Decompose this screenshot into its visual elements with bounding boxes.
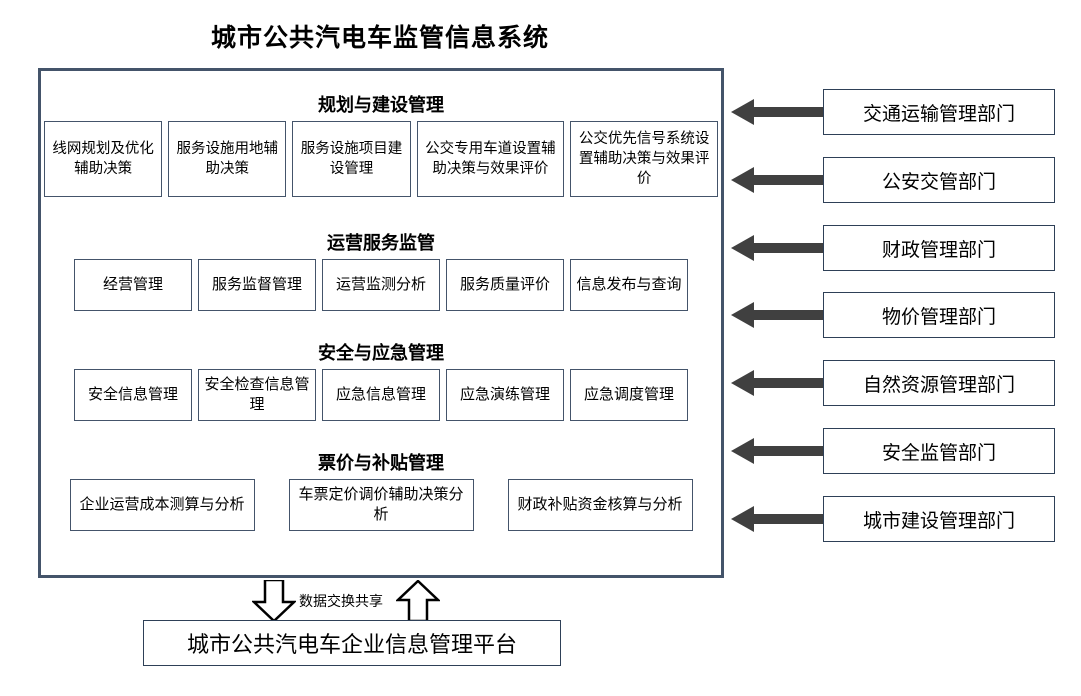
block-arrow-down-icon [250, 578, 298, 627]
module-box[interactable]: 信息发布与查询 [570, 259, 688, 311]
section-title: 规划与建设管理 [318, 95, 444, 115]
module-box[interactable]: 服务质量评价 [446, 259, 564, 311]
department-box-natural-resource[interactable]: 自然资源管理部门 [823, 360, 1055, 406]
arrow-finance-to-system [731, 235, 823, 261]
arrow-transport-to-system [731, 99, 823, 125]
module-box[interactable]: 服务监督管理 [198, 259, 316, 311]
arrow-traffic-police-to-system [731, 167, 823, 193]
section-title: 票价与补贴管理 [318, 453, 444, 473]
department-box-safety[interactable]: 安全监管部门 [823, 428, 1055, 474]
arrow-head-icon [731, 167, 754, 193]
module-box[interactable]: 服务设施用地辅助决策 [168, 121, 287, 197]
arrow-urban-construction-to-system [731, 506, 823, 532]
department-box-price[interactable]: 物价管理部门 [823, 292, 1055, 338]
section-title: 安全与应急管理 [318, 343, 444, 363]
module-box[interactable]: 应急信息管理 [322, 369, 440, 421]
arrow-head-icon [731, 506, 754, 532]
module-box[interactable]: 公交优先信号系统设置辅助决策与效果评价 [570, 121, 718, 197]
arrow-head-icon [731, 99, 754, 125]
section-items-row: 线网规划及优化辅助决策 服务设施用地辅助决策 服务设施项目建设管理 公交专用车道… [41, 121, 721, 197]
module-box[interactable]: 线网规划及优化辅助决策 [44, 121, 163, 197]
section-planning-construction: 规划与建设管理 线网规划及优化辅助决策 服务设施用地辅助决策 服务设施项目建设管… [41, 95, 721, 197]
module-box[interactable]: 安全信息管理 [74, 369, 192, 421]
section-fare-subsidy: 票价与补贴管理 企业运营成本测算与分析 车票定价调价辅助决策分析 财政补贴资金核… [41, 453, 721, 531]
department-box-transport[interactable]: 交通运输管理部门 [823, 89, 1055, 135]
module-box[interactable]: 运营监测分析 [322, 259, 440, 311]
arrow-head-icon [731, 370, 754, 396]
department-box-traffic-police[interactable]: 公安交管部门 [823, 157, 1055, 203]
section-operation-service: 运营服务监管 经营管理 服务监督管理 运营监测分析 服务质量评价 信息发布与查询 [41, 233, 721, 311]
arrow-price-to-system [731, 302, 823, 328]
data-exchange-label: 数据交换共享 [299, 593, 383, 609]
section-items-row: 企业运营成本测算与分析 车票定价调价辅助决策分析 财政补贴资金核算与分析 [41, 479, 721, 531]
module-box[interactable]: 服务设施项目建设管理 [292, 121, 411, 197]
module-box[interactable]: 应急演练管理 [446, 369, 564, 421]
module-box[interactable]: 车票定价调价辅助决策分析 [288, 479, 474, 531]
enterprise-platform-box[interactable]: 城市公共汽电车企业信息管理平台 [143, 620, 561, 666]
arrow-head-icon [731, 235, 754, 261]
module-box[interactable]: 企业运营成本测算与分析 [69, 479, 255, 531]
arrow-head-icon [731, 302, 754, 328]
department-box-finance[interactable]: 财政管理部门 [823, 225, 1055, 271]
module-box[interactable]: 安全检查信息管理 [198, 369, 316, 421]
module-box[interactable]: 应急调度管理 [570, 369, 688, 421]
module-box[interactable]: 公交专用车道设置辅助决策与效果评价 [416, 121, 565, 197]
system-container: 规划与建设管理 线网规划及优化辅助决策 服务设施用地辅助决策 服务设施项目建设管… [38, 68, 724, 578]
arrow-head-icon [731, 438, 754, 464]
arrow-safety-to-system [731, 438, 823, 464]
arrow-natural-resource-to-system [731, 370, 823, 396]
module-box[interactable]: 经营管理 [74, 259, 192, 311]
section-safety-emergency: 安全与应急管理 安全信息管理 安全检查信息管理 应急信息管理 应急演练管理 应急… [41, 343, 721, 421]
department-box-urban-construction[interactable]: 城市建设管理部门 [823, 496, 1055, 542]
page-title: 城市公共汽电车监管信息系统 [210, 24, 549, 52]
section-items-row: 经营管理 服务监督管理 运营监测分析 服务质量评价 信息发布与查询 [41, 259, 721, 311]
section-title: 运营服务监管 [327, 233, 435, 253]
module-box[interactable]: 财政补贴资金核算与分析 [507, 479, 693, 531]
section-items-row: 安全信息管理 安全检查信息管理 应急信息管理 应急演练管理 应急调度管理 [41, 369, 721, 421]
